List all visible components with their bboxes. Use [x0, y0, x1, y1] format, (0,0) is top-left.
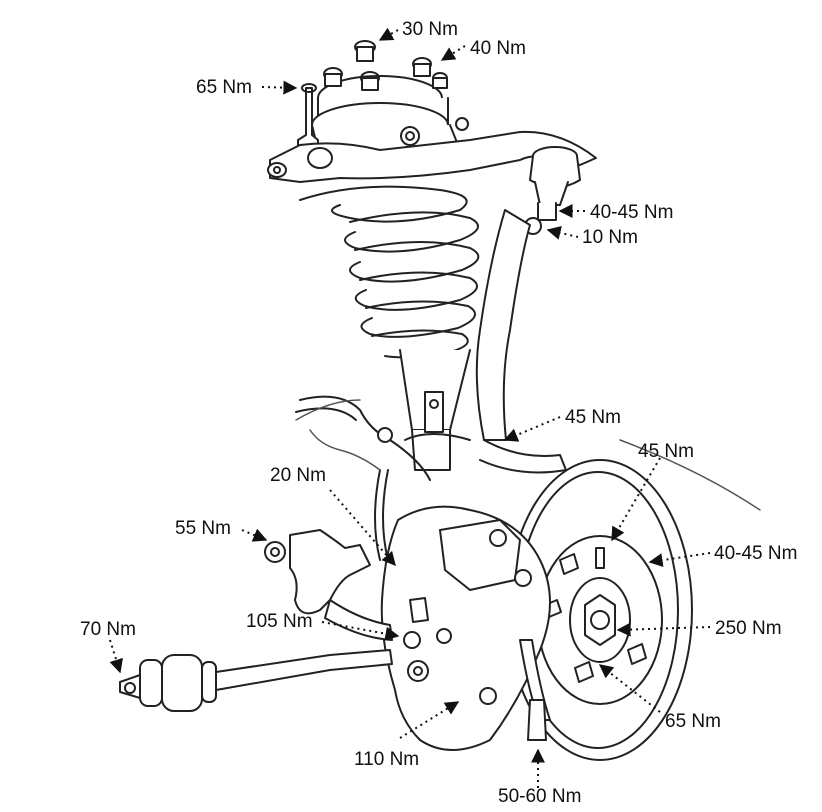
steering-arm: [475, 209, 567, 474]
coil-spring: [299, 185, 480, 359]
leader-upper-balljoint-bolt: [546, 226, 579, 240]
label-hub-nut: 250 Nm: [715, 618, 782, 639]
label-caliper-bracket: 45 Nm: [638, 441, 694, 462]
label-lower-balljoint: 110 Nm: [354, 749, 420, 770]
label-bleeder: 40-45 Nm: [714, 543, 798, 564]
body-panel-lines: [295, 399, 761, 511]
leader-mount-nuts: [440, 45, 466, 61]
upper-control-arm: [267, 130, 597, 235]
label-top-nut: 30 Nm: [402, 19, 458, 40]
label-brake-line: 20 Nm: [270, 465, 326, 486]
label-steering-knuckle: 105 Nm: [246, 611, 313, 632]
strut-body: [399, 349, 471, 471]
leader-upper-left: [261, 80, 298, 95]
brake-disc: [507, 459, 693, 761]
leader-strut-rod: [109, 639, 123, 674]
strut-rod: [119, 649, 393, 712]
label-hose-bracket: 45 Nm: [565, 407, 621, 428]
lower-control-arm: [264, 529, 393, 641]
caliper-knuckle: [380, 505, 551, 751]
label-caliper-bolt: 65 Nm: [665, 711, 721, 732]
leader-lower-arm-bush: [241, 528, 268, 542]
label-upper-left-bolt: 65 Nm: [196, 77, 252, 98]
label-mount-nuts: 40 Nm: [470, 38, 526, 59]
leader-hose-bracket: [503, 416, 561, 442]
leader-caliper-bracket: [611, 457, 661, 542]
label-strut-rod: 70 Nm: [80, 619, 136, 640]
leader-caliper-bolt: [598, 664, 661, 713]
leader-brake-line: [329, 489, 396, 567]
leader-top-nut: [378, 27, 399, 41]
leader-steering-knuckle: [321, 621, 400, 641]
label-lower-arm-bush: 55 Nm: [175, 518, 231, 539]
label-lower-nut: 50-60 Nm: [498, 786, 582, 807]
label-upper-balljoint-bolt: 10 Nm: [582, 227, 638, 248]
label-upper-balljoint-nut: 40-45 Nm: [590, 202, 674, 223]
leader-bleeder: [648, 552, 711, 568]
